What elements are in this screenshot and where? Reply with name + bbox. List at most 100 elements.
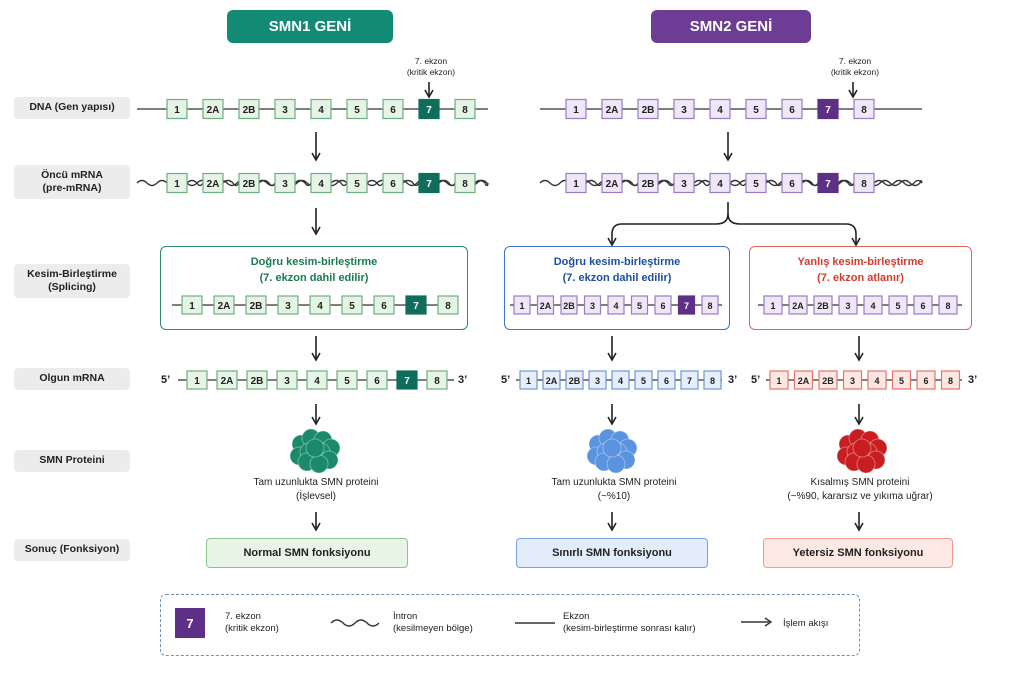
- smn2-correct-spliced-exon-1: [513, 295, 531, 315]
- smn1-flow-dna-head: [311, 152, 321, 162]
- smn2-correct-spliced-exon-3: [583, 295, 602, 315]
- smn1-premrna-exon-label-6: 6: [390, 179, 396, 190]
- smn2-dna-exon-label-4: 4: [717, 105, 723, 116]
- smn2-wrong-spliced-exon-label-6: 6: [920, 301, 925, 311]
- smn2-wrong-mature-exon-2B: [818, 370, 838, 390]
- smn2-premrna-exon-5: [745, 172, 767, 194]
- smn2-correct-mature-exon-label-6: 6: [664, 376, 669, 386]
- smn2-branch-right-head: [851, 237, 861, 247]
- smn2-premrna-exon-label-2A: 2A: [606, 179, 619, 190]
- smn2-dna-exon-4: [709, 98, 731, 120]
- smn2-correct-mature-exon-8: [703, 370, 722, 390]
- smn2-wrong-spliced-exon-5: [888, 295, 908, 315]
- smn2-critical-exon-note: 7. ekzon(kritik ekzon): [830, 56, 880, 77]
- smn2-correct-mature-exon-5: [634, 370, 653, 390]
- legend-exon7-swatch: 7: [175, 608, 205, 638]
- smn2-correct-mature-exon-label-1: 1: [526, 376, 531, 386]
- smn1-flow-premrna-head: [311, 226, 321, 236]
- smn2-branch-left-head: [607, 237, 617, 247]
- smn2-premrna-exon-6: [781, 172, 803, 194]
- smn1-premrna-intron-5: [366, 179, 384, 187]
- smn1-premrna-intron-7: [438, 179, 456, 187]
- legend-flow-text: İşlem akışı: [783, 618, 829, 629]
- smn2-premrna-exon-label-6: 6: [789, 179, 795, 190]
- smn2-correct-mature-exon-label-8: 8: [710, 376, 715, 386]
- smn2-correct-spliced-exon-2B: [560, 295, 578, 315]
- legend-exon-line-icon: [515, 622, 555, 624]
- smn1-dna-exon-4: [310, 98, 332, 120]
- smn2-wrong-spliced-exon-3: [838, 295, 858, 315]
- smn1-premrna-intron-3: [294, 179, 312, 187]
- smn2-dna-exon-label-6: 6: [789, 105, 795, 116]
- smn2-branch-right: [727, 213, 857, 244]
- smn2-wrong-mature-exon-label-4: 4: [874, 376, 879, 386]
- smn1-mature-exon-label-7: 7: [404, 376, 410, 387]
- smn1-premrna-exon-2A: [202, 172, 224, 194]
- smn2-correct-flow-protein-head: [607, 522, 617, 532]
- smn1-splicing-box: Doğru kesim-birleştirme(7. ekzon dahil e…: [160, 246, 468, 330]
- smn2-correct-spliced-exon-5: [630, 295, 649, 315]
- smn1-premrna-intron-2: [258, 179, 276, 187]
- smn2-wrong-spliced-exon-label-1: 1: [770, 301, 775, 311]
- smn2-dna-exon-1: [565, 98, 587, 120]
- smn1-five-prime: 5’: [161, 374, 171, 386]
- smn2-dna-exon-label-1: 1: [573, 105, 579, 116]
- smn2-premrna-intron-right: [873, 179, 923, 187]
- smn2-wrong-flow-mature-head: [854, 416, 864, 426]
- smn1-spliced-exon-label-2A: 2A: [218, 301, 231, 312]
- smn2-correct-mature-exon-label-5: 5: [641, 376, 646, 386]
- smn2-dna-exon-2B: [637, 98, 659, 120]
- smn1-spliced-exon-label-6: 6: [381, 301, 387, 312]
- smn2-correct-mature-exon-2B: [565, 370, 584, 390]
- legend-exon-text: Ekzon(kesim-birleştirme sonrası kalır): [563, 611, 696, 635]
- smn1-dna-exon-5: [346, 98, 368, 120]
- smn1-header: SMN1 GENİ: [227, 10, 393, 43]
- smn1-three-prime: 3’: [458, 374, 468, 386]
- smn1-flow-protein-head: [311, 522, 321, 532]
- smn1-dna-exon-label-8: 8: [462, 105, 468, 116]
- smn1-dna-exon-7: [418, 98, 440, 120]
- smn2-wrong-mature-exon-8: [940, 370, 961, 390]
- smn2-wrong-mature-exon-6: [916, 370, 936, 390]
- smn2-correct-spliced-exon-label-1: 1: [519, 301, 524, 311]
- smn2-correct-flow-splice-head: [607, 352, 617, 362]
- smn1-premrna-exon-label-8: 8: [462, 179, 468, 190]
- smn2-premrna-exon-1: [565, 172, 587, 194]
- smn1-mature-exon-label-4: 4: [314, 376, 320, 387]
- smn2-dna-exon-label-3: 3: [681, 105, 687, 116]
- smn2-wrong-spliced-exon-6: [913, 295, 933, 315]
- smn1-spliced-exon-2B: [245, 295, 267, 315]
- smn2-premrna-exon-label-8: 8: [861, 179, 867, 190]
- smn1-mature-exon-5: [336, 370, 358, 390]
- smn2-dna-exon-3: [673, 98, 695, 120]
- smn2-wrong-mature-exon-label-3: 3: [850, 376, 855, 386]
- smn1-flow-mature-head: [311, 416, 321, 426]
- legend-intron-text: İntron(kesilmeyen bölge): [393, 611, 473, 635]
- smn2-correct-mature-exon-6: [657, 370, 676, 390]
- smn2-wrong-five-prime: 5’: [751, 374, 761, 386]
- smn1-spliced-exon-4: [309, 295, 331, 315]
- smn1-premrna-exon-label-4: 4: [318, 179, 324, 190]
- smn2-premrna-intron-5: [765, 179, 783, 187]
- smn2-correct-spliced-exon-4: [607, 295, 625, 315]
- smn2-correct-spliced-exon-label-8: 8: [707, 301, 712, 311]
- smn1-spliced-exon-5: [341, 295, 363, 315]
- smn1-spliced-exon-7: [405, 295, 427, 315]
- smn1-premrna-exon-5: [346, 172, 368, 194]
- smn1-spliced-exon-3: [277, 295, 299, 315]
- smn1-protein-icon-subunit-10: [305, 438, 325, 458]
- smn2-premrna-intron-2: [657, 179, 675, 187]
- smn2-premrna-exon-3: [673, 172, 695, 194]
- smn1-protein-text: Tam uzunlukta SMN proteini(İşlevsel): [253, 477, 379, 502]
- smn2-correct-spliced-exon-7: [677, 295, 696, 315]
- smn2-correct-spliced-exon-label-2B: 2B: [563, 301, 575, 311]
- row-label-smn-protein: SMN Proteini: [14, 450, 130, 472]
- smn2-dna-exon-8: [853, 98, 875, 120]
- smn1-dna-exon-8: [454, 98, 476, 120]
- smn1-mature-exon-2A: [216, 370, 238, 390]
- smn2-wrong-protein-text: Kısalmış SMN proteini(~%90, kararsız ve …: [787, 477, 933, 502]
- smn2-wrong-protein-icon-subunit-10: [852, 438, 872, 458]
- legend: 7 7. ekzon(kritik ekzon) İntron(kesilmey…: [160, 594, 860, 656]
- smn2-branch-left: [611, 202, 729, 244]
